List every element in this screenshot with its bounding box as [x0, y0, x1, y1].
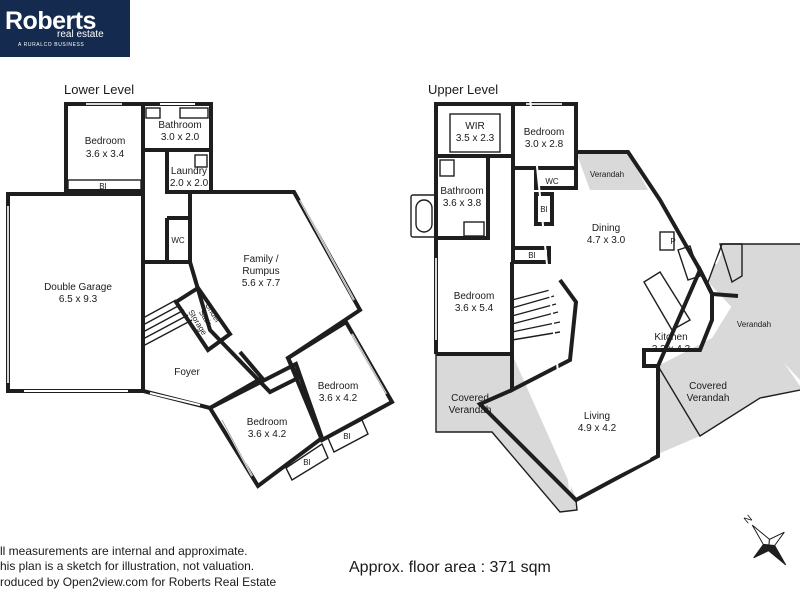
- lower-bi-1: BI: [99, 182, 107, 191]
- lower-understair-walls: [173, 285, 233, 353]
- lower-family-size: 5.6 x 7.7: [242, 278, 281, 289]
- lower-understair-label: Under Stair Storage: [186, 301, 222, 337]
- upper-wir-name: WIR: [465, 121, 484, 132]
- upper-covered-right-line-1: Covered: [689, 381, 727, 392]
- footer-line-1: ll measurements are internal and approxi…: [0, 544, 248, 558]
- lower-bedroom-2-size: 3.6 x 4.2: [248, 429, 287, 440]
- lower-stairs: [142, 299, 193, 347]
- upper-level-plan: [410, 0, 800, 513]
- lower-bi-2: BI: [303, 458, 311, 467]
- upper-living-name: Living: [584, 411, 610, 422]
- lower-bedroom-3-name: Bedroom: [318, 381, 359, 392]
- upper-bathroom-size: 3.6 x 3.8: [443, 198, 482, 209]
- lower-wc: WC: [171, 236, 185, 245]
- upper-kitchen-name: Kitchen: [654, 332, 687, 343]
- upper-bi-2-walls: [511, 246, 551, 264]
- floor-area: Approx. floor area : 371 sqm: [349, 559, 551, 576]
- upper-pantry: P: [670, 237, 675, 246]
- brand-logo: Roberts real estate A RURALCO BUSINESS: [0, 0, 130, 57]
- brand-tagline: A RURALCO BUSINESS: [18, 42, 85, 48]
- lower-family-name-2: Rumpus: [242, 266, 279, 277]
- lower-bedroom-3-size: 3.6 x 4.2: [319, 393, 358, 404]
- upper-bedroom-1-size: 3.0 x 2.8: [525, 139, 564, 150]
- lower-garage-name: Double Garage: [44, 282, 112, 293]
- upper-dining-size: 4.7 x 3.0: [587, 235, 626, 246]
- upper-verandah-right-label: Verandah: [737, 320, 771, 329]
- lower-laundry-name: Laundry: [171, 166, 207, 177]
- compass-icon: N: [742, 513, 787, 566]
- lower-bedroom-1-walls: [64, 102, 145, 193]
- upper-kitchen-island: [643, 271, 691, 331]
- upper-wc: WC: [545, 177, 559, 186]
- footer-line-2: his plan is a sketch for illustration, n…: [0, 559, 255, 573]
- compass-north-label: N: [742, 513, 755, 526]
- upper-covered-right-line-2: Verandah: [687, 393, 730, 404]
- brand-name: Roberts: [5, 7, 96, 35]
- upper-dining-name: Dining: [592, 223, 620, 234]
- upper-level-heading: Upper Level: [428, 82, 498, 97]
- upper-verandah-top-label: Verandah: [590, 170, 624, 179]
- upper-covered-left-line-1: Covered: [451, 393, 489, 404]
- upper-bi-2: BI: [528, 251, 536, 260]
- footer-line-3: roduced by Open2view.com for Roberts Rea…: [0, 575, 277, 589]
- upper-bedroom-1-name: Bedroom: [524, 127, 565, 138]
- upper-living-size: 4.9 x 4.2: [578, 423, 617, 434]
- upper-bi-1: BI: [540, 205, 548, 214]
- upper-covered-left-line-2: Verandah: [449, 405, 492, 416]
- upper-stairs: [511, 289, 561, 341]
- lower-level-plan: [6, 102, 395, 489]
- lower-bedroom-3-walls: [285, 319, 395, 443]
- lower-bedroom-1-size: 3.6 x 3.4: [86, 149, 125, 160]
- upper-wc-walls: [534, 166, 578, 190]
- lower-garage-size: 6.5 x 9.3: [59, 294, 98, 305]
- upper-verandah-top: [576, 152, 648, 190]
- upper-bi-1-walls: [534, 192, 554, 226]
- upper-bathroom-name: Bathroom: [440, 186, 483, 197]
- lower-laundry-size: 2.0 x 2.0: [170, 178, 209, 189]
- upper-bathroom-walls: [434, 154, 490, 240]
- lower-foyer-name: Foyer: [174, 367, 200, 378]
- lower-bathroom-name: Bathroom: [158, 120, 201, 131]
- brand-sub: real estate: [57, 29, 104, 40]
- lower-bathroom-size: 3.0 x 2.0: [161, 132, 200, 143]
- lower-family-name: Family /: [244, 254, 279, 265]
- lower-bedroom-2-name: Bedroom: [247, 417, 288, 428]
- upper-bedroom-2-size: 3.6 x 5.4: [455, 303, 494, 314]
- lower-bedroom-1-name: Bedroom: [85, 136, 126, 147]
- upper-wir-size: 3.5 x 2.3: [456, 133, 495, 144]
- lower-bi-3: BI: [343, 432, 351, 441]
- upper-kitchen-size: 3.2 x 4.3: [652, 344, 691, 355]
- lower-level-heading: Lower Level: [64, 82, 134, 97]
- upper-bedroom-2-name: Bedroom: [454, 291, 495, 302]
